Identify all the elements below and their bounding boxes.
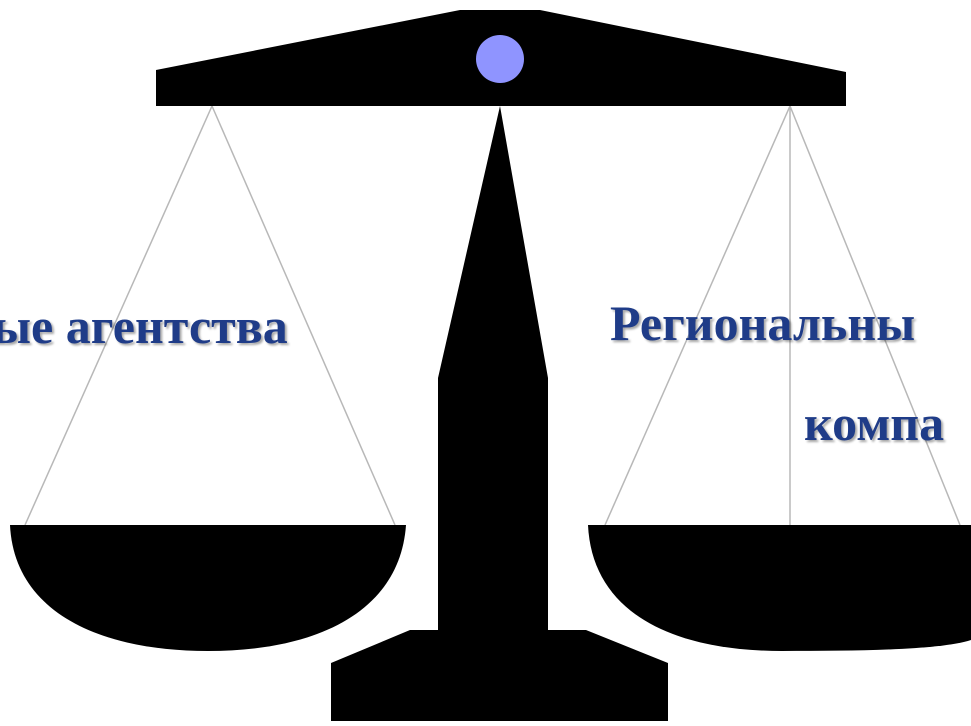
right-label-line-2: компа <box>804 395 945 451</box>
right-label-line-1: Региональны <box>610 295 916 351</box>
right-pan <box>588 525 971 651</box>
pivot-circle <box>476 35 524 83</box>
left-label: ые агентства <box>0 298 288 354</box>
central-post <box>331 106 668 721</box>
right-pan-strings <box>604 105 961 526</box>
left-pan-strings <box>24 105 396 526</box>
left-pan <box>10 525 406 651</box>
